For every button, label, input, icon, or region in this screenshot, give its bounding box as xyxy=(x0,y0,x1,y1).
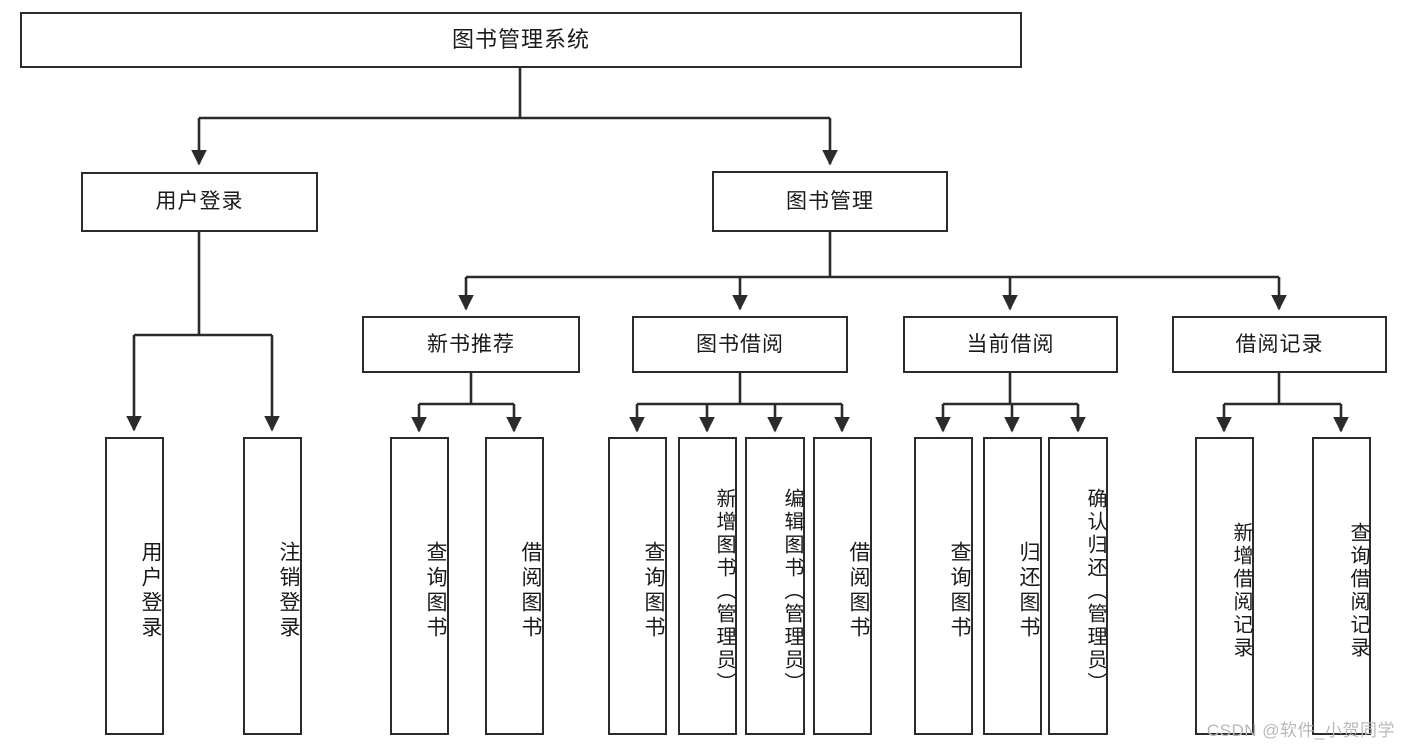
node-borrow-records[interactable]: 借阅记录 xyxy=(1172,316,1387,373)
node-label: 确认归还（管理员） xyxy=(1084,487,1106,695)
node-label: 图书管理 xyxy=(786,189,874,213)
node-label: 归还图书 xyxy=(1017,541,1040,641)
node-label: 编辑图书（管理员） xyxy=(781,487,803,695)
node-label: 新增借阅记录 xyxy=(1230,522,1252,660)
leaf-return-book[interactable]: 归还图书 xyxy=(983,437,1042,735)
node-label: 查询图书 xyxy=(948,541,971,641)
node-label: 图书借阅 xyxy=(696,332,784,356)
node-label: 查询借阅记录 xyxy=(1347,522,1369,660)
leaf-query-book-recommend[interactable]: 查询图书 xyxy=(390,437,449,735)
node-label: 借阅图书 xyxy=(519,541,542,641)
node-book-borrow[interactable]: 图书借阅 xyxy=(632,316,848,373)
node-label: 当前借阅 xyxy=(966,332,1055,356)
leaf-borrow-book-recommend[interactable]: 借阅图书 xyxy=(485,437,544,735)
node-label: 查询图书 xyxy=(642,541,665,641)
leaf-borrow-book[interactable]: 借阅图书 xyxy=(813,437,872,735)
node-current-borrow[interactable]: 当前借阅 xyxy=(903,316,1118,373)
leaf-confirm-return-admin[interactable]: 确认归还（管理员） xyxy=(1048,437,1108,735)
watermark: CSDN @软件_小贺同学 xyxy=(1206,721,1395,740)
node-new-book-recommend[interactable]: 新书推荐 xyxy=(362,316,580,373)
node-label: 用户登录 xyxy=(139,541,162,641)
leaf-query-borrow-record[interactable]: 查询借阅记录 xyxy=(1312,437,1371,735)
node-label: 借阅图书 xyxy=(847,541,870,641)
leaf-logout[interactable]: 注销登录 xyxy=(243,437,302,735)
leaf-query-book-borrow[interactable]: 查询图书 xyxy=(608,437,667,735)
node-label: 图书管理系统 xyxy=(451,26,590,52)
node-label: 查询图书 xyxy=(424,541,447,641)
node-label: 用户登录 xyxy=(155,190,244,214)
leaf-add-borrow-record[interactable]: 新增借阅记录 xyxy=(1195,437,1254,735)
leaf-edit-book-admin[interactable]: 编辑图书（管理员） xyxy=(745,437,805,735)
node-label: 注销登录 xyxy=(277,541,300,641)
node-label: 新增图书（管理员） xyxy=(713,487,735,695)
node-user-login[interactable]: 用户登录 xyxy=(81,172,318,232)
node-label: 借阅记录 xyxy=(1235,332,1324,356)
leaf-query-book-current[interactable]: 查询图书 xyxy=(914,437,973,735)
node-book-management[interactable]: 图书管理 xyxy=(712,171,948,232)
node-label: 新书推荐 xyxy=(427,332,515,356)
leaf-add-book-admin[interactable]: 新增图书（管理员） xyxy=(678,437,737,735)
leaf-user-login[interactable]: 用户登录 xyxy=(105,437,164,735)
node-root-system[interactable]: 图书管理系统 xyxy=(20,12,1022,68)
